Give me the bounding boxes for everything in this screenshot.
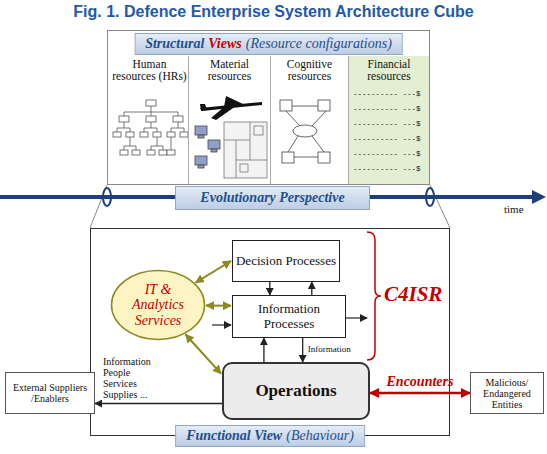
connector	[186, 334, 221, 373]
operations-box: Operations	[222, 362, 370, 420]
node-text: Structural	[145, 36, 204, 52]
connector	[95, 403, 222, 404]
node-text: Functional View	[186, 428, 282, 444]
connector-label: Information People Services Supplies ...	[103, 356, 151, 400]
connector	[263, 338, 264, 362]
node-text: Malicious/ Endangered Entities	[473, 377, 541, 410]
view-label-bar: Functional View(Behaviour)	[175, 425, 365, 447]
input-arrow	[212, 324, 231, 325]
ledger-line: ---------- ---$	[353, 90, 421, 98]
ledger-line: ---------- ---$	[353, 120, 421, 128]
connector	[370, 392, 470, 395]
node-text: Information Processes	[233, 302, 345, 331]
ledger-line: ---------- ---$	[353, 105, 421, 113]
connector	[206, 304, 231, 306]
arrow-ring	[426, 188, 434, 206]
time-arrowhead	[532, 190, 546, 204]
view-label-bar: StructuralViews (Resource configurations)	[134, 33, 403, 55]
computer-icons	[195, 126, 220, 168]
connector	[302, 338, 303, 362]
c4isr-bracket	[367, 232, 381, 360]
node-text: (Behaviour)	[286, 428, 354, 444]
ledger-line: ---------- ---$	[353, 165, 421, 173]
resource-column: Material resources	[189, 56, 271, 184]
org-chart	[113, 100, 188, 155]
node-text: Material resources	[189, 58, 270, 82]
node-text: External Suppliers /Enablers	[8, 382, 92, 404]
connector	[269, 282, 270, 295]
ledger-line: ---------- ---$	[353, 150, 421, 158]
node-text: Financial resources	[349, 58, 429, 82]
connector-label: Information	[308, 345, 351, 355]
node-text: Operations	[255, 381, 336, 401]
ellipse-shape	[112, 271, 205, 340]
process-box: Information Processes	[232, 295, 346, 338]
connector	[311, 282, 312, 295]
figure-title: Fig. 1. Defence Enterprise System Archit…	[0, 3, 547, 21]
resource-column: Human resources (HRs)	[111, 56, 189, 184]
cognitive-flowchart	[280, 100, 330, 163]
node-text: IT & Analytics Services	[121, 282, 195, 328]
node-text: Decision Processes	[236, 254, 336, 268]
floor-plan	[224, 122, 267, 178]
functional-view-panel: Functional View(Behaviour)Decision Proce…	[90, 228, 450, 436]
node-text: Views	[208, 36, 241, 52]
services-ellipse: IT & Analytics Services	[110, 269, 206, 341]
axis-label: time	[504, 203, 524, 215]
connector-label: Encounters	[387, 374, 454, 389]
perspective-tag: Evolutionary Perspective	[175, 186, 370, 210]
node-text: Human resources (HRs)	[111, 58, 188, 82]
node-text: Cognitive resources	[271, 58, 348, 82]
process-box: Decision Processes	[232, 240, 340, 282]
external-box: Malicious/ Endangered Entities	[470, 372, 544, 414]
drone-icon	[200, 96, 262, 120]
resource-column: Cognitive resources	[271, 56, 349, 184]
external-box: External Suppliers /Enablers	[5, 372, 95, 414]
node-text: Evolutionary Perspective	[200, 190, 344, 206]
c4isr-label: C4ISR	[384, 282, 442, 307]
node-text: (Resource configurations)	[246, 36, 392, 52]
arrow-ring	[103, 188, 111, 206]
ledger-line: ---------- ---$	[353, 135, 421, 143]
connector	[196, 261, 231, 283]
